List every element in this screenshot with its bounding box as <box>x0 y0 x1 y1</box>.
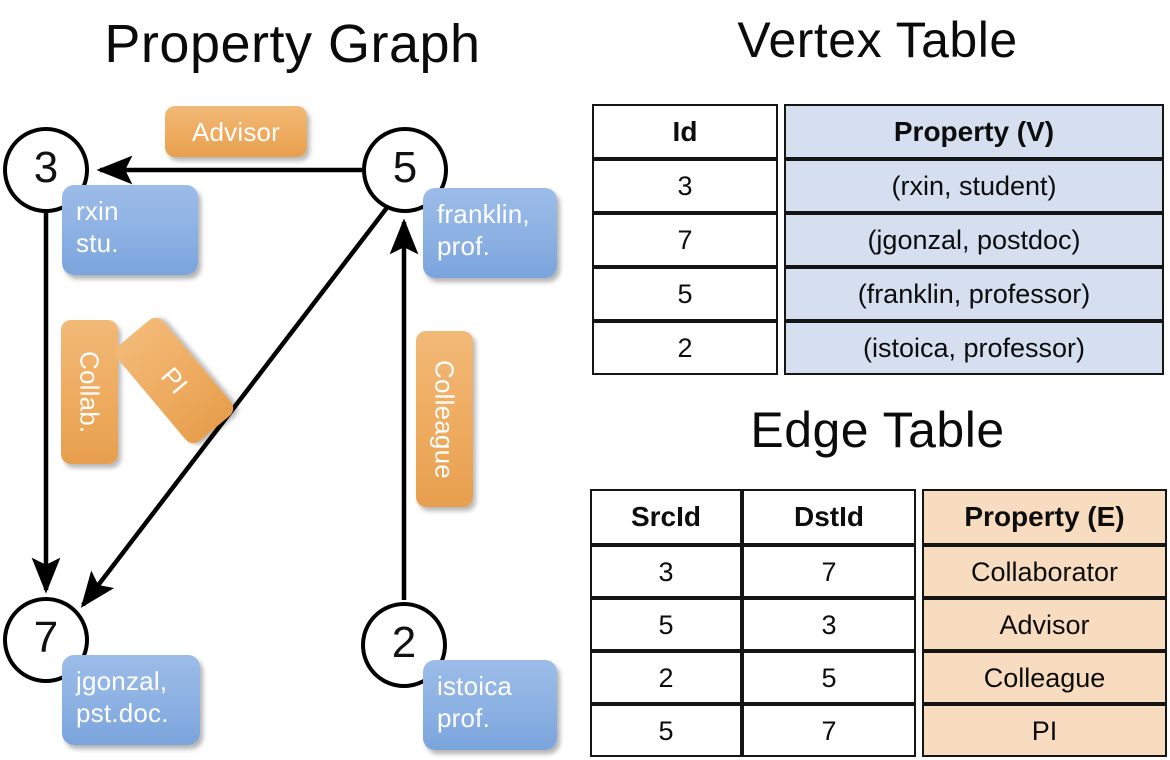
graph-node-3-label: 3 <box>33 143 59 192</box>
graph-edges-layer <box>31 155 419 608</box>
table-row[interactable]: 5 7 PI <box>590 704 1167 757</box>
edge-table-header-srcid: SrcId <box>590 489 742 545</box>
vertex-table-header-id: Id <box>592 104 778 159</box>
vertex-property-franklin-line2: prof. <box>437 231 491 261</box>
vertex-table: Id Property (V) 3 (rxin, student) 7 (jgo… <box>592 104 1164 375</box>
vertex-row-1-id: 7 <box>592 213 778 267</box>
vertex-row-2-property: (franklin, professor) <box>784 267 1164 321</box>
edge-row-1-property: Advisor <box>922 598 1167 651</box>
vertex-property-jgonzal-line2: pst.doc. <box>76 698 169 728</box>
edge-label-advisor: Advisor <box>191 116 281 147</box>
table-row[interactable]: 7 (jgonzal, postdoc) <box>592 213 1164 267</box>
vertex-row-0-property: (rxin, student) <box>784 159 1164 213</box>
edge-label-colleague: Colleague <box>429 359 460 479</box>
vertex-property-jgonzal-line1: jgonzal, <box>76 666 168 696</box>
table-row[interactable]: 5 3 Advisor <box>590 598 1167 651</box>
table-row[interactable]: 2 5 Colleague <box>590 651 1167 704</box>
vertex-property-box-istoica[interactable]: istoica prof. <box>423 660 557 750</box>
vertex-property-istoica-line2: prof. <box>437 703 491 733</box>
edge-row-1-dst: 3 <box>742 598 916 651</box>
edge-label-collab: Collab. <box>74 350 105 434</box>
edge-row-0-property: Collaborator <box>922 545 1167 598</box>
vertex-row-0-id: 3 <box>592 159 778 213</box>
vertex-row-3-id: 2 <box>592 321 778 375</box>
edge-label-box-advisor[interactable]: Advisor <box>165 106 307 157</box>
table-row[interactable]: 5 (franklin, professor) <box>592 267 1164 321</box>
vertex-property-box-rxin[interactable]: rxin stu. <box>62 185 198 275</box>
edge-row-2-src: 2 <box>590 651 742 704</box>
vertex-property-box-franklin[interactable]: franklin, prof. <box>423 188 557 278</box>
edge-row-0-src: 3 <box>590 545 742 598</box>
table-header-row: Id Property (V) <box>592 104 1164 159</box>
vertex-property-box-jgonzal[interactable]: jgonzal, pst.doc. <box>62 655 200 745</box>
edge-arrow-pi <box>80 203 391 608</box>
graph-node-7-label: 7 <box>33 613 59 662</box>
table-row[interactable]: 3 7 Collaborator <box>590 545 1167 598</box>
edge-table-header-property: Property (E) <box>922 489 1167 545</box>
edge-table-title: Edge Table <box>750 402 1005 458</box>
edge-table: SrcId DstId Property (E) 3 7 Collaborato… <box>590 489 1167 757</box>
edge-label-box-collab[interactable]: Collab. <box>61 320 118 464</box>
edge-row-3-src: 5 <box>590 704 742 757</box>
edge-row-3-dst: 7 <box>742 704 916 757</box>
graph-node-5-label: 5 <box>392 143 418 192</box>
edge-row-2-dst: 5 <box>742 651 916 704</box>
graph-node-2[interactable]: 2 <box>361 602 447 688</box>
edge-label-pi: PI <box>154 361 195 400</box>
edge-table-header-dstid: DstId <box>742 489 916 545</box>
vertex-row-1-property: (jgonzal, postdoc) <box>784 213 1164 267</box>
edge-label-box-colleague[interactable]: Colleague <box>416 331 473 507</box>
property-graph-title: Property Graph <box>104 14 481 74</box>
vertex-property-rxin-line1: rxin <box>76 196 119 226</box>
table-row[interactable]: 2 (istoica, professor) <box>592 321 1164 375</box>
vertex-property-istoica-line1: istoica <box>437 671 513 701</box>
vertex-table-header-property: Property (V) <box>784 104 1164 159</box>
vertex-property-rxin-line2: stu. <box>76 228 119 258</box>
graph-node-2-label: 2 <box>391 618 417 667</box>
vertex-property-franklin-line1: franklin, <box>437 199 530 229</box>
graph-node-5[interactable]: 5 <box>362 127 448 213</box>
table-row[interactable]: 3 (rxin, student) <box>592 159 1164 213</box>
edge-row-0-dst: 7 <box>742 545 916 598</box>
vertex-row-2-id: 5 <box>592 267 778 321</box>
edge-row-3-property: PI <box>922 704 1167 757</box>
vertex-row-3-property: (istoica, professor) <box>784 321 1164 375</box>
vertex-table-title: Vertex Table <box>737 12 1018 68</box>
edge-row-2-property: Colleague <box>922 651 1167 704</box>
edge-row-1-src: 5 <box>590 598 742 651</box>
table-header-row: SrcId DstId Property (E) <box>590 489 1167 545</box>
